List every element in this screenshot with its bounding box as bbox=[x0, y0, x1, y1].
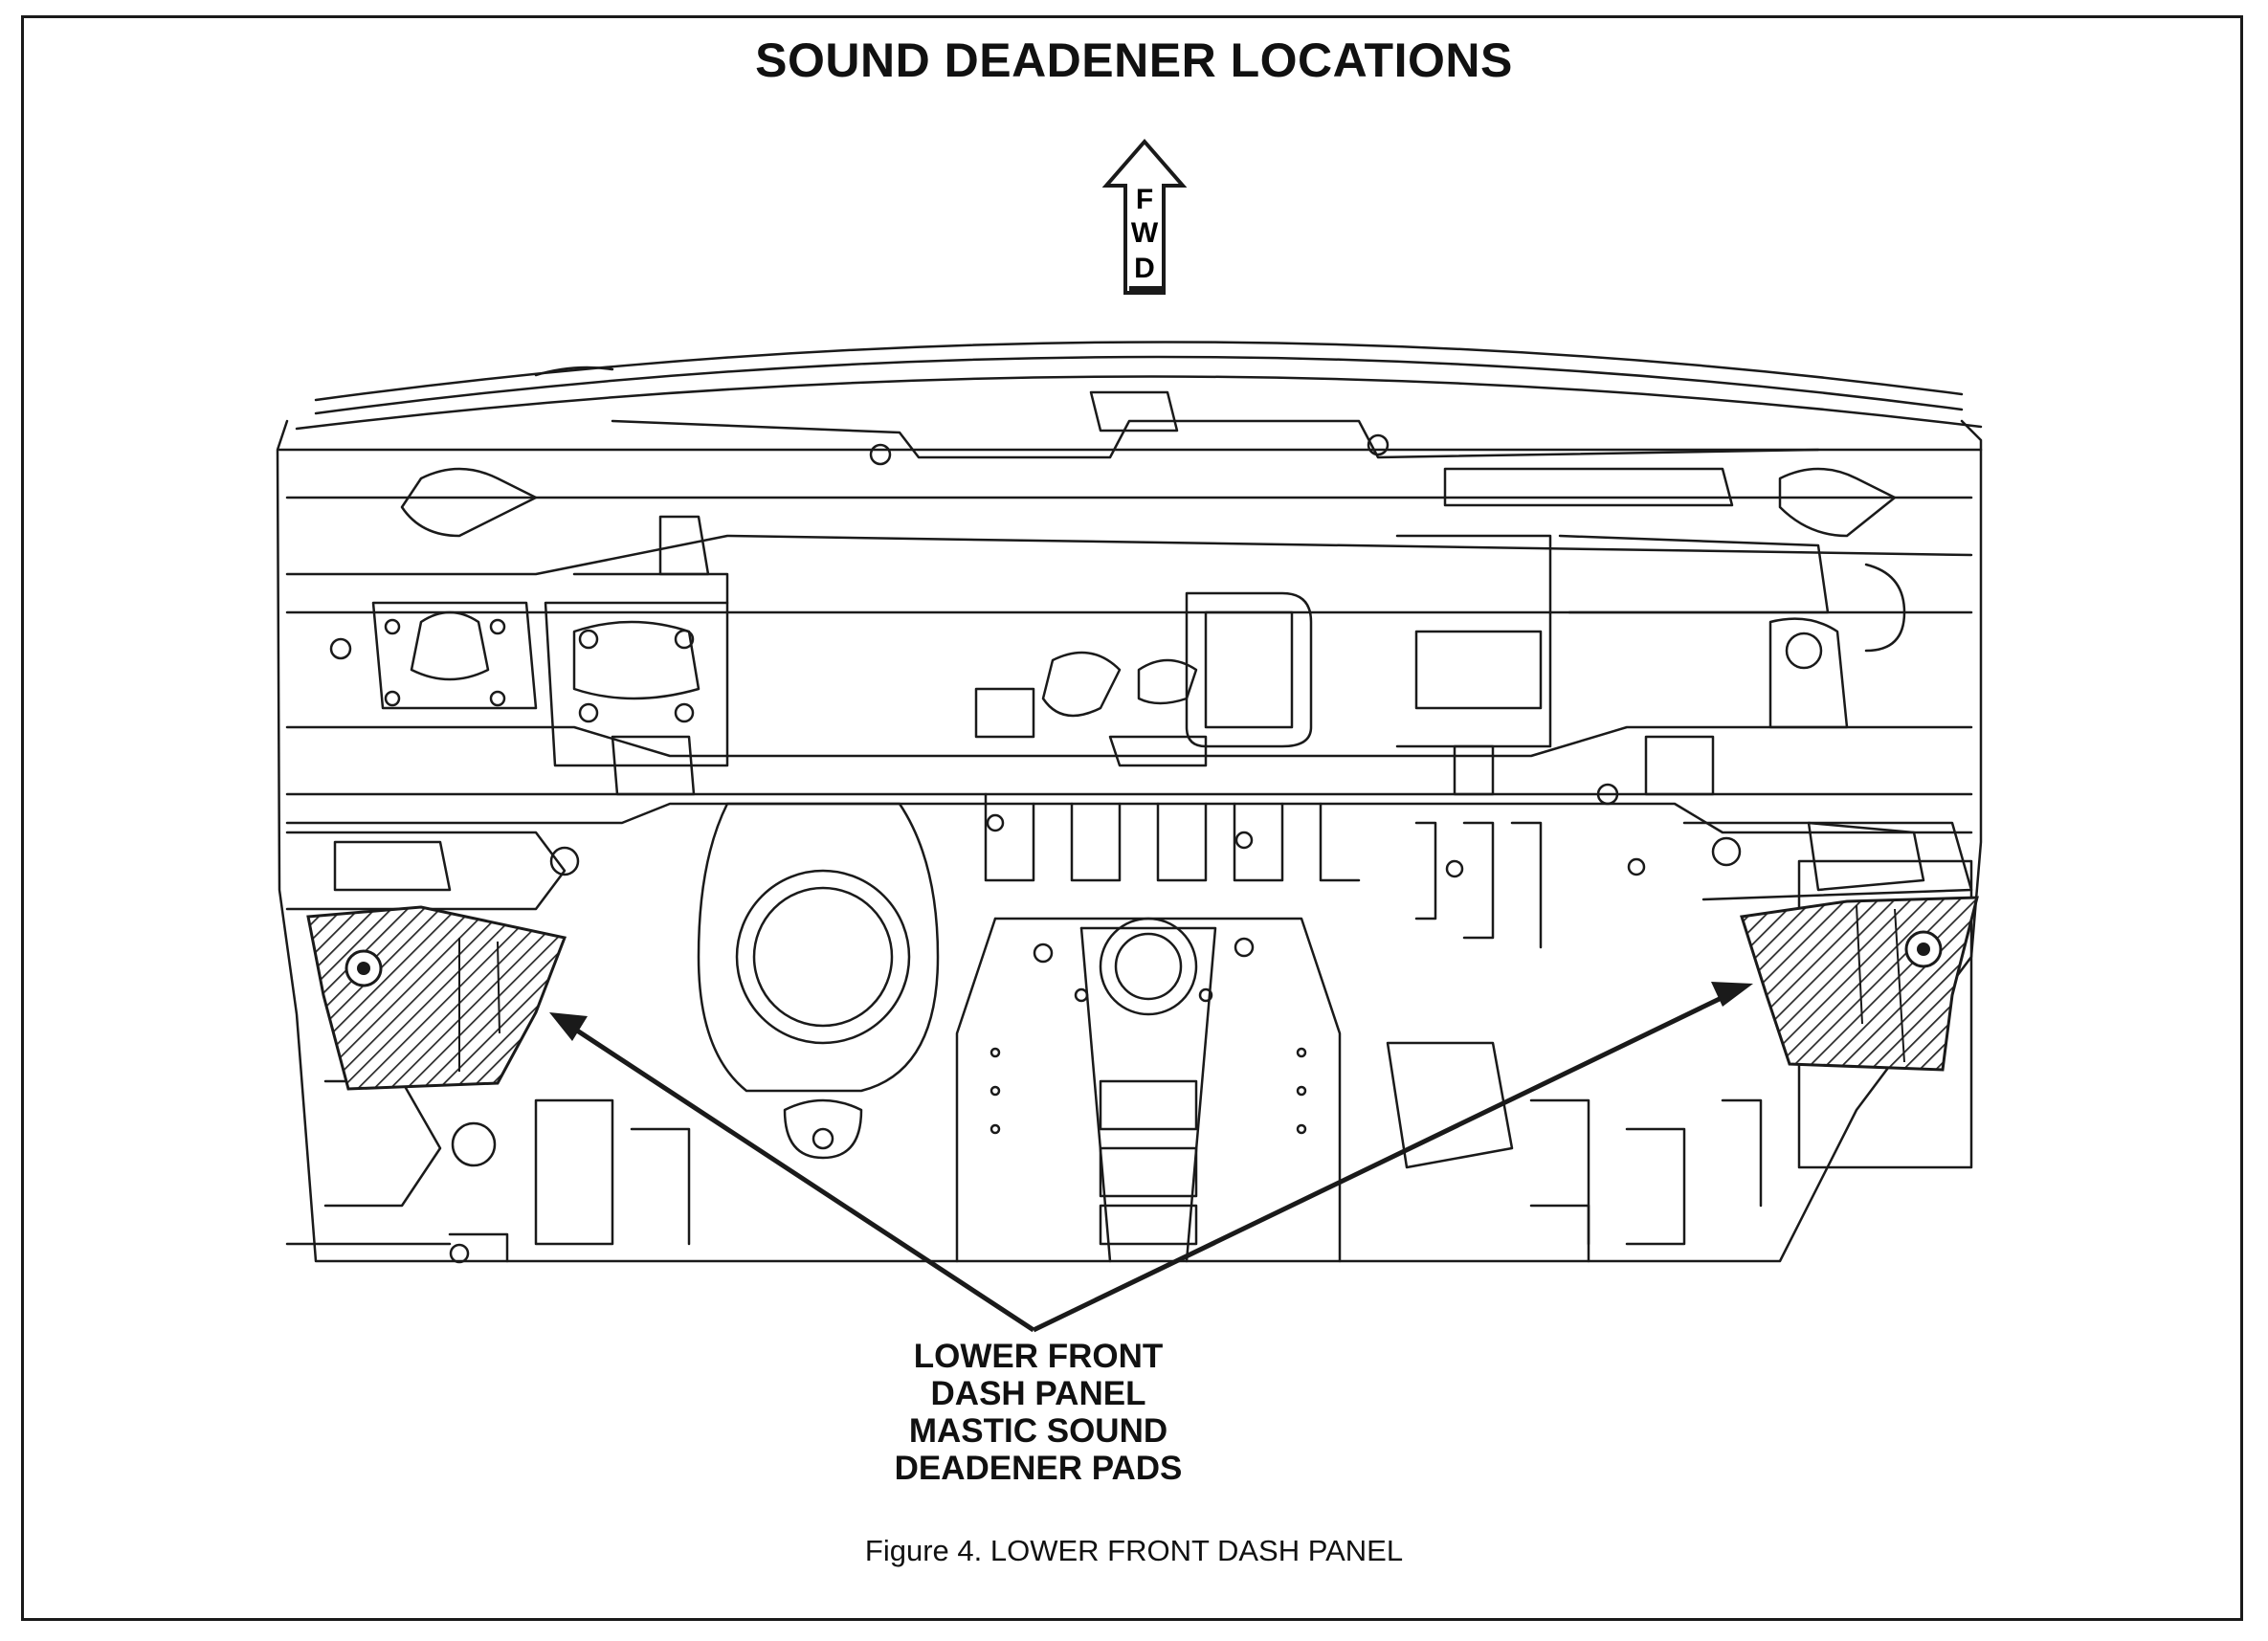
right-deadener-pad bbox=[1740, 896, 1979, 1072]
callout-line-1: LOWER FRONT bbox=[913, 1338, 1164, 1375]
fwd-letter-f: F bbox=[1136, 184, 1153, 215]
callout-line-3: MASTIC SOUND bbox=[908, 1412, 1168, 1450]
page-title: SOUND DEADENER LOCATIONS bbox=[755, 33, 1513, 87]
dash-panel-outline bbox=[276, 341, 1983, 1264]
pad-callout-label: LOWER FRONT DASH PANEL MASTIC SOUND DEAD… bbox=[751, 1338, 1325, 1487]
callout-line-2: DASH PANEL bbox=[930, 1375, 1146, 1412]
callout-leader-lines bbox=[549, 982, 1753, 1333]
callout-line-4: DEADENER PADS bbox=[894, 1450, 1183, 1487]
left-deadener-pad bbox=[306, 905, 567, 1091]
fwd-letter-d: D bbox=[1134, 253, 1155, 284]
fwd-arrow-icon: F W D bbox=[1101, 138, 1188, 295]
fwd-letter-w: W bbox=[1131, 217, 1159, 249]
figure-border bbox=[21, 15, 2243, 1621]
figure-caption: Figure 4. LOWER FRONT DASH PANEL bbox=[864, 1534, 1404, 1567]
